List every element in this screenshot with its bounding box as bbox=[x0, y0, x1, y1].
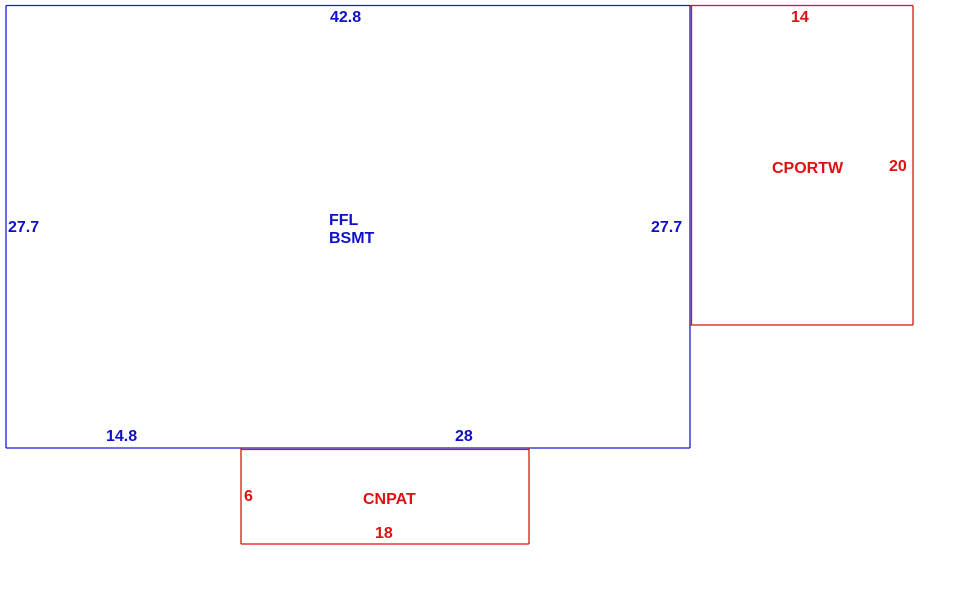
main-area: 42.8 27.7 27.7 14.8 28 FFL BSMT bbox=[5, 4, 691, 449]
patio-left-dimension: 6 bbox=[244, 488, 253, 505]
carport-area: 14 20 CPORTW bbox=[690, 4, 914, 326]
carport-right-dimension: 20 bbox=[889, 158, 907, 175]
patio-area: 6 18 CNPAT bbox=[240, 448, 530, 545]
patio-name: CNPAT bbox=[363, 491, 416, 508]
main-area-name-line1: FFL bbox=[329, 212, 359, 229]
main-bottom-right-dimension: 28 bbox=[455, 428, 473, 445]
main-area-name-line2: BSMT bbox=[329, 230, 375, 247]
main-top-dimension: 42.8 bbox=[330, 9, 361, 26]
main-left-dimension: 27.7 bbox=[8, 219, 39, 236]
carport-name: CPORTW bbox=[772, 160, 844, 177]
main-right-dimension: 27.7 bbox=[651, 219, 682, 236]
carport-top-dimension: 14 bbox=[791, 9, 809, 26]
main-bottom-left-dimension: 14.8 bbox=[106, 428, 137, 445]
patio-bottom-dimension: 18 bbox=[375, 525, 393, 542]
